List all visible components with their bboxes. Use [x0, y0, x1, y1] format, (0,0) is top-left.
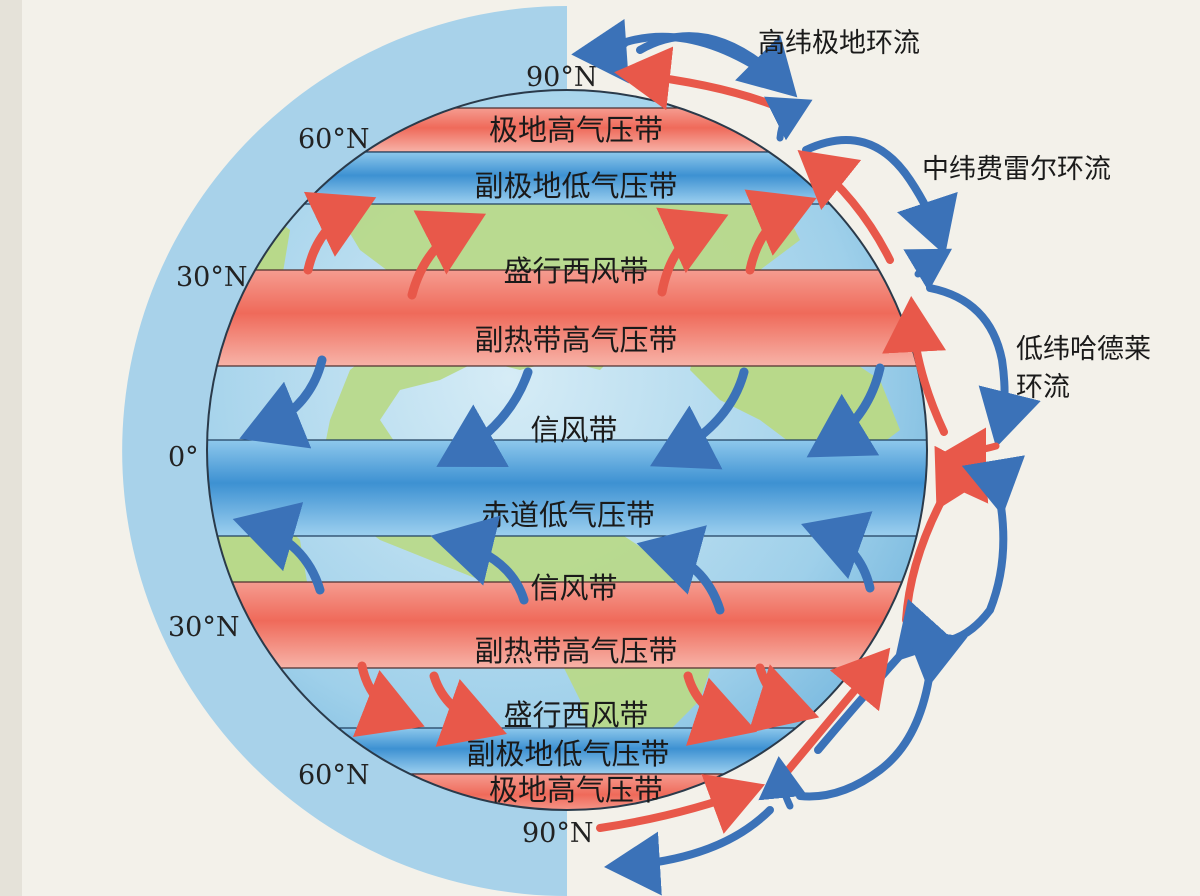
label-polar-high-south: 极地高气压带	[489, 773, 663, 807]
book-gutter	[0, 0, 22, 896]
ferrel-cell-surface	[797, 150, 894, 264]
label-polar-cell: 高纬极地环流	[758, 28, 920, 59]
westerlies-south-arrows	[352, 661, 820, 747]
wind-arrow	[650, 367, 749, 470]
latitude-90n-bottom: 90°N	[522, 818, 593, 849]
label-subtropical-high-south: 副热带高气压带	[474, 634, 677, 668]
label-trades-north: 信风带	[530, 413, 617, 447]
trades-south-arrows	[232, 502, 875, 615]
wind-arrow	[636, 525, 725, 615]
label-equatorial-low: 赤道低气压带	[481, 498, 655, 532]
westerlies-north-arrows	[303, 189, 817, 300]
hadley-cell-upper	[926, 284, 1041, 448]
latitude-30n-top: 30°N	[176, 262, 247, 293]
ferrel-cell-upper	[802, 136, 958, 256]
wind-arrow	[303, 191, 377, 275]
label-polar-high-north: 极地高气压带	[489, 113, 663, 147]
polar-s-surface	[596, 773, 765, 834]
ferrel-cell-sink	[903, 248, 953, 292]
ferrel-s-upper-b	[796, 627, 968, 801]
hadley-cell-surface	[882, 296, 948, 436]
circulation-cells-south	[596, 445, 1025, 896]
label-trades-south: 信风带	[530, 571, 617, 605]
wind-arrow	[239, 355, 327, 449]
wind-arrow	[801, 511, 875, 593]
latitude-equator: 0°	[168, 442, 199, 473]
globe-outline	[206, 89, 928, 811]
wind-arrow	[806, 363, 885, 458]
label-subtropical-high-north: 副热带高气压带	[474, 323, 677, 357]
label-ferrel-cell: 中纬费雷尔环流	[922, 154, 1111, 185]
wind-arrow	[429, 671, 507, 747]
label-hadley-cell-line1: 低纬哈德莱	[1016, 334, 1151, 365]
polar-cell-rise	[763, 96, 813, 142]
latitude-60n-top: 60°N	[298, 124, 369, 155]
circulation-cells-north	[571, 18, 1041, 477]
polar-cell-upper-return	[636, 32, 798, 98]
wind-arrow	[352, 661, 425, 737]
latitude-60n-bottom: 60°N	[298, 760, 369, 791]
trades-north-arrows	[239, 355, 885, 470]
wind-arrow	[430, 515, 529, 605]
wind-arrow	[436, 367, 533, 468]
latitude-90n-top: 90°N	[526, 62, 597, 93]
belt-subtropical-high-north	[207, 269, 927, 367]
latitude-30n-bottom: 30°N	[168, 612, 239, 643]
wind-arrow	[748, 663, 820, 733]
wind-arrow	[407, 210, 487, 300]
hadley-s-rise	[944, 454, 1000, 504]
wind-arrow	[683, 671, 758, 746]
belt-subtropical-high-south	[207, 581, 927, 669]
wind-arrow	[656, 207, 729, 297]
wind-arrow	[744, 189, 817, 275]
label-hadley-cell-line2: 环流	[1016, 372, 1070, 403]
label-westerlies-south: 盛行西风带	[503, 698, 648, 732]
label-subpolar-low-south: 副极地低气压带	[466, 737, 669, 771]
polar-s-upper	[604, 806, 774, 896]
polar-s-rise	[758, 756, 808, 810]
wind-arrow	[232, 502, 325, 595]
label-subpolar-low-north: 副极地低气压带	[474, 169, 677, 203]
label-westerlies-north: 盛行西风带	[503, 254, 648, 288]
